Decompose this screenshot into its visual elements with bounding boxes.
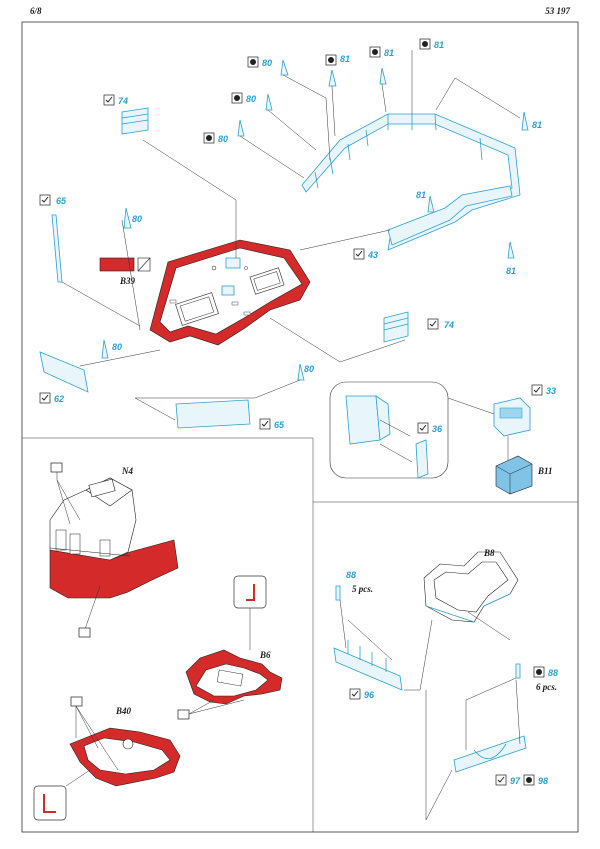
part-label-p96: 96 [364,690,375,700]
paint-swatch-red [99,257,135,272]
deck-assembly [149,239,311,346]
gusset-80b [265,93,273,111]
part-label-p81a: 81 [340,54,350,64]
section-divider-left [22,437,314,832]
side-wall-43 [387,185,513,246]
part-label-p36: 36 [432,424,443,434]
leader-lines-n4 [56,470,101,633]
part-label-p62: 62 [54,394,64,404]
gusset-80d [123,207,132,229]
part-label-p81e: 81 [416,190,426,200]
part-label-p43: 43 [367,250,378,260]
bracket-74a [121,107,149,135]
part-label-p74b: 74 [444,320,454,330]
callout-b6: B6 [259,650,271,660]
n4-assembly [49,477,179,599]
gusset-81d [427,195,435,213]
icon-b40-view [33,785,67,821]
part-label-p33: 33 [546,386,556,396]
rail-96 [333,647,403,691]
part-label-p88a: 88 [346,570,356,580]
part-label-p80c: 80 [218,134,228,144]
gusset-81c [521,111,529,131]
rail-97 [453,735,527,773]
callout-b8: B8 [483,548,495,558]
plate-62 [39,351,89,393]
part-label-p80b: 80 [246,94,256,104]
gusset-80e [101,339,109,359]
part-label-p98: 98 [538,776,548,786]
callout-b11: B11 [537,466,553,476]
gusset-81a [328,69,337,87]
strip-65a [51,214,63,283]
part-label-pcs5: 5 pcs. [352,584,373,594]
page-number: 6/8 [30,6,42,16]
strip-88a [335,585,341,601]
leader-b6 [188,699,245,715]
part-label-p65a: 65 [56,196,67,206]
part-labels: 80 81 81 81 80 80 81 81 81 74 74 65 80 4… [54,40,558,786]
kit-code: 53 197 [545,6,570,16]
part-label-p81f: 81 [506,266,516,276]
part-label-pcs6: 6 pcs. [536,682,557,692]
icon-decal-n4-bottom [78,627,91,638]
gusset-80c [237,119,245,137]
part-label-p80f: 80 [304,364,314,374]
part-label-p81c: 81 [434,40,444,50]
part-label-p80d: 80 [132,214,142,224]
block-b11 [495,455,533,495]
part-label-p97: 97 [510,776,521,786]
part-label-p88b: 88 [548,668,558,678]
rail-96-stanchions [347,640,387,672]
part-label-p80a: 80 [262,58,272,68]
leader-lines-b8 [339,599,521,821]
icon-decal-b40 [70,696,83,707]
strip-88b [515,663,521,679]
bridge-wall-part [301,113,521,251]
rail-97-arc [473,743,507,759]
leader-lines-b40 [75,705,119,771]
callout-b39: B39 [119,276,136,286]
b6-assembly [185,649,283,705]
gusset-81e [507,241,515,259]
callout-n4: N4 [121,466,133,476]
leader-33 [447,397,495,415]
icon-decal-n4-top [50,462,63,473]
sheet-frame [21,21,579,833]
part-label-p65b: 65 [274,420,285,430]
part-label-p80e: 80 [112,342,122,352]
b40-assembly [69,727,181,787]
leader-lines-top [61,50,521,421]
b8-assembly [423,551,519,623]
icon-b6-view [233,575,267,609]
callout-b40: B40 [115,706,132,716]
bracket-74b [383,311,409,343]
icon-decal-b6 [177,709,190,720]
part-label-p74a: 74 [118,96,128,106]
gusset-80a [280,59,289,76]
part-label-p81b: 81 [384,48,394,58]
gusset-81b [379,67,387,85]
detail-36-part [345,395,429,479]
plate-65b [175,399,251,429]
step-icons [39,38,545,786]
gusset-80f [297,363,305,381]
part-label-p81d: 81 [532,120,542,130]
